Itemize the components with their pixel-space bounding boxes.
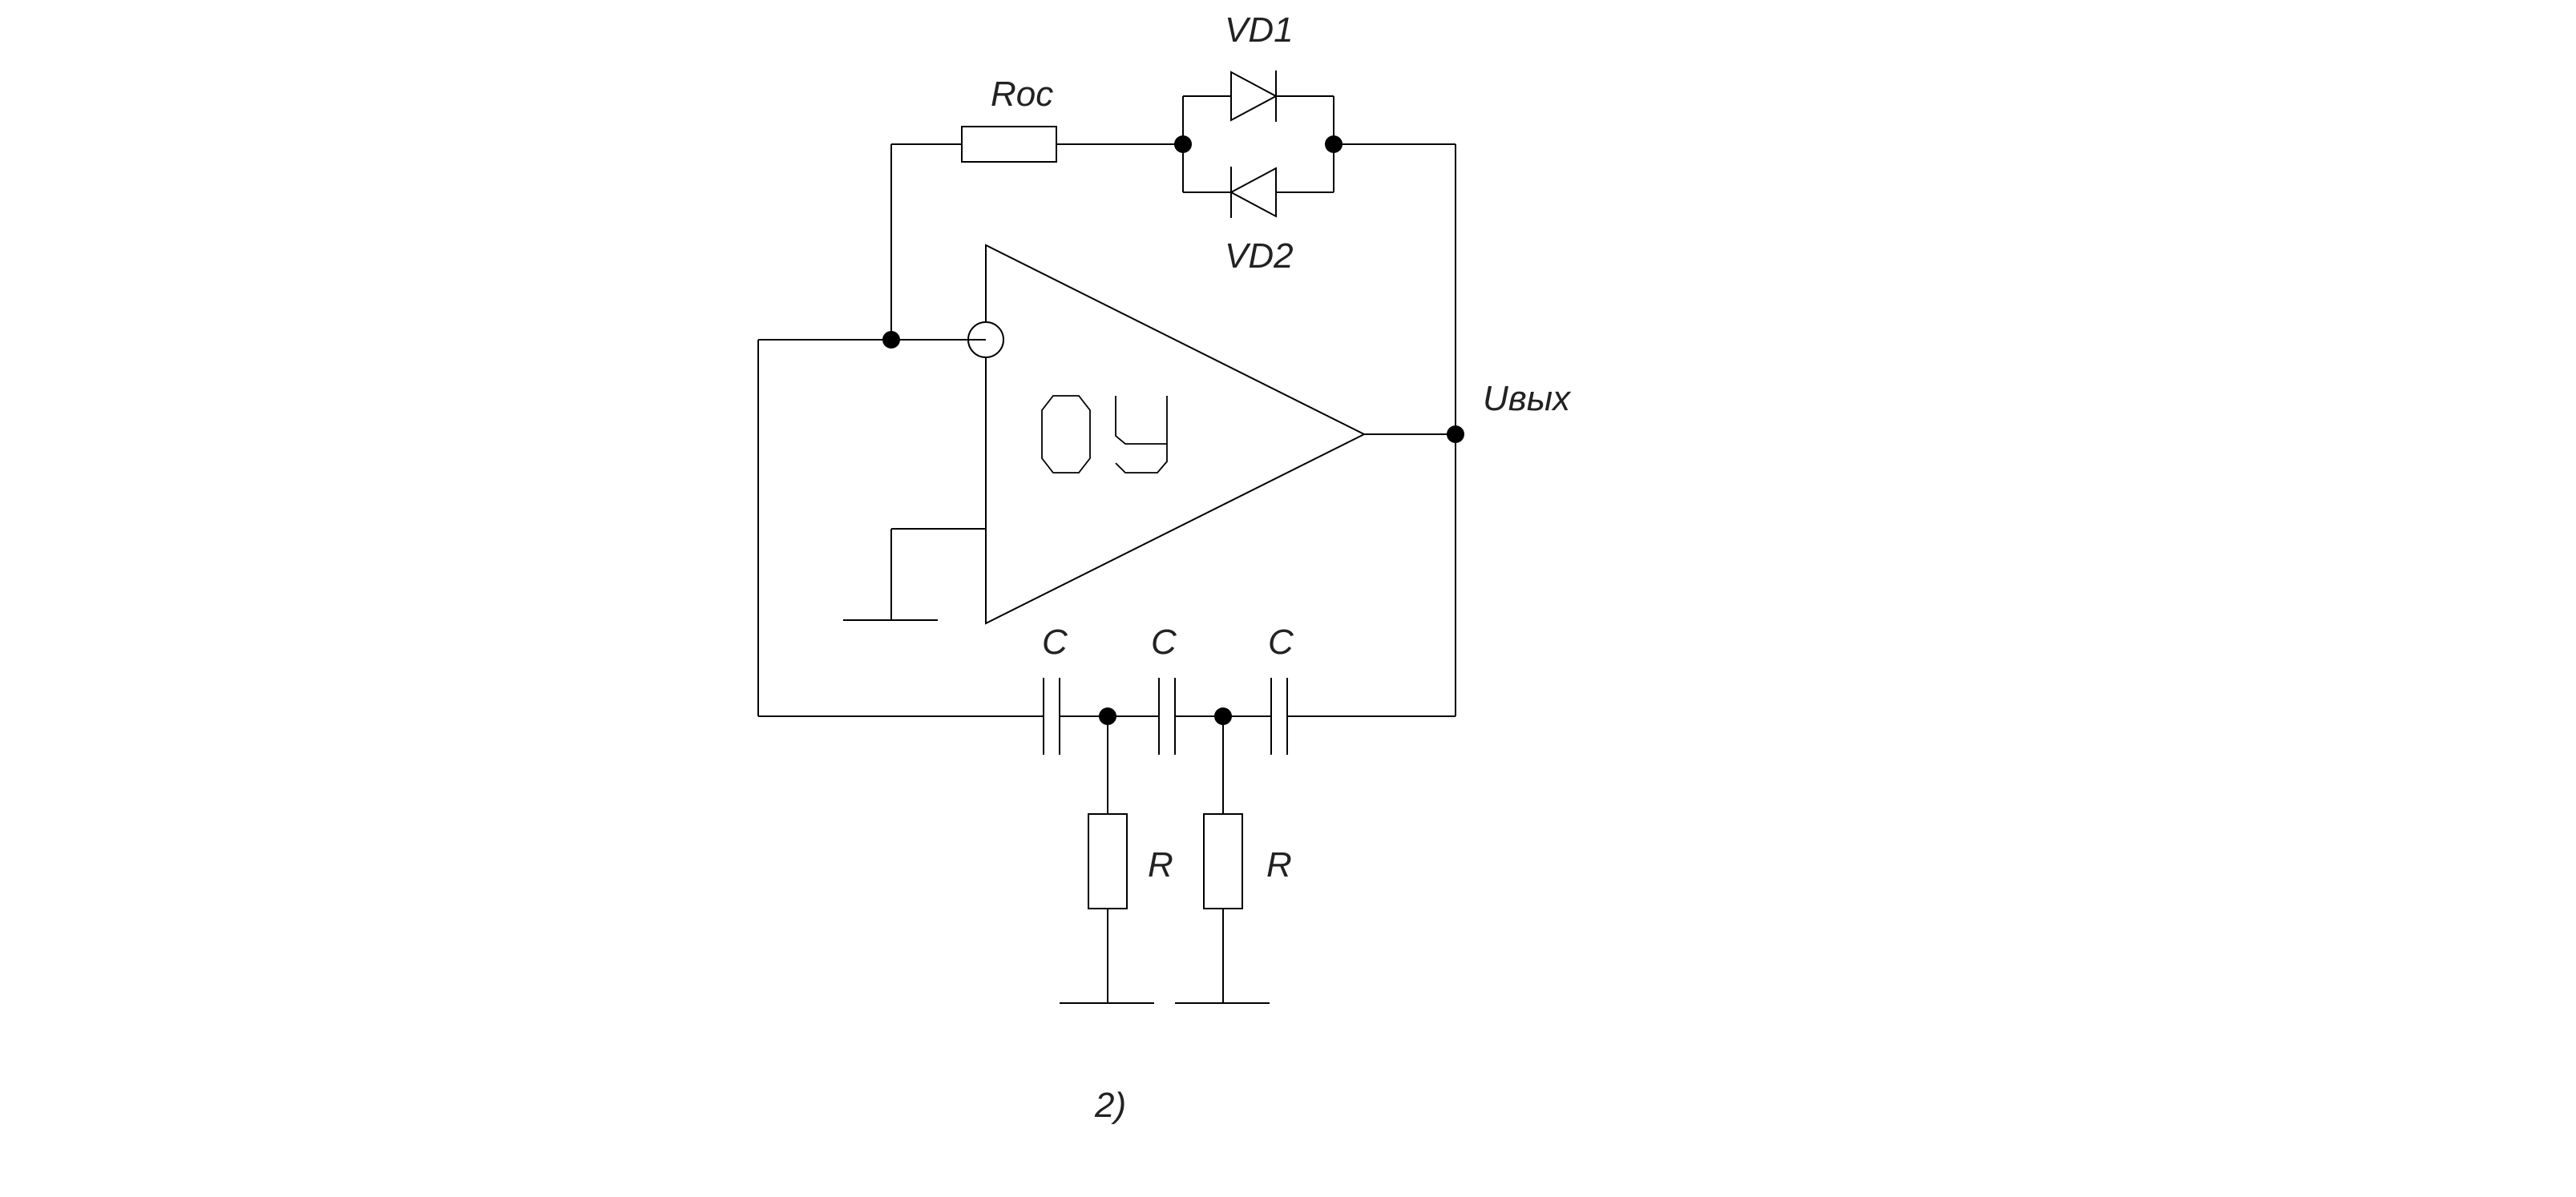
resistor-roc <box>961 126 1057 163</box>
resistor-r1 <box>1088 813 1128 909</box>
label-roc: Roc <box>991 75 1053 114</box>
label-vd2: VD2 <box>1225 236 1294 276</box>
component-labels: Roc VD1 VD2 Uвых C C C R R 2) <box>991 10 1572 1125</box>
opamp-glyph-u-tail <box>1115 396 1168 474</box>
label-c2: C <box>1151 623 1177 662</box>
rc-network <box>757 340 1456 1004</box>
label-c3: C <box>1268 623 1294 662</box>
label-vd1: VD1 <box>1225 10 1294 50</box>
junction-roc-diodes <box>1174 135 1192 153</box>
opamp <box>758 244 1464 625</box>
label-r2: R <box>1266 845 1292 885</box>
opamp-glyph-o <box>1041 395 1091 474</box>
diode-vd2 <box>1229 167 1277 218</box>
junction-inverting-input <box>882 331 900 349</box>
junction-output <box>1447 425 1464 443</box>
diode-vd1 <box>1230 71 1278 122</box>
feedback-network <box>890 71 1456 716</box>
opamp-label-glyphs <box>1041 395 1168 474</box>
label-r1: R <box>1148 845 1173 885</box>
opamp-glyph-u <box>1115 396 1167 445</box>
label-c1: C <box>1042 623 1068 662</box>
junction-diodes-output <box>1325 135 1343 153</box>
figure-caption: 2) <box>1094 1086 1126 1125</box>
label-uout: Uвых <box>1483 379 1572 418</box>
resistor-r2 <box>1203 813 1243 909</box>
opamp-triangle <box>985 244 1367 625</box>
